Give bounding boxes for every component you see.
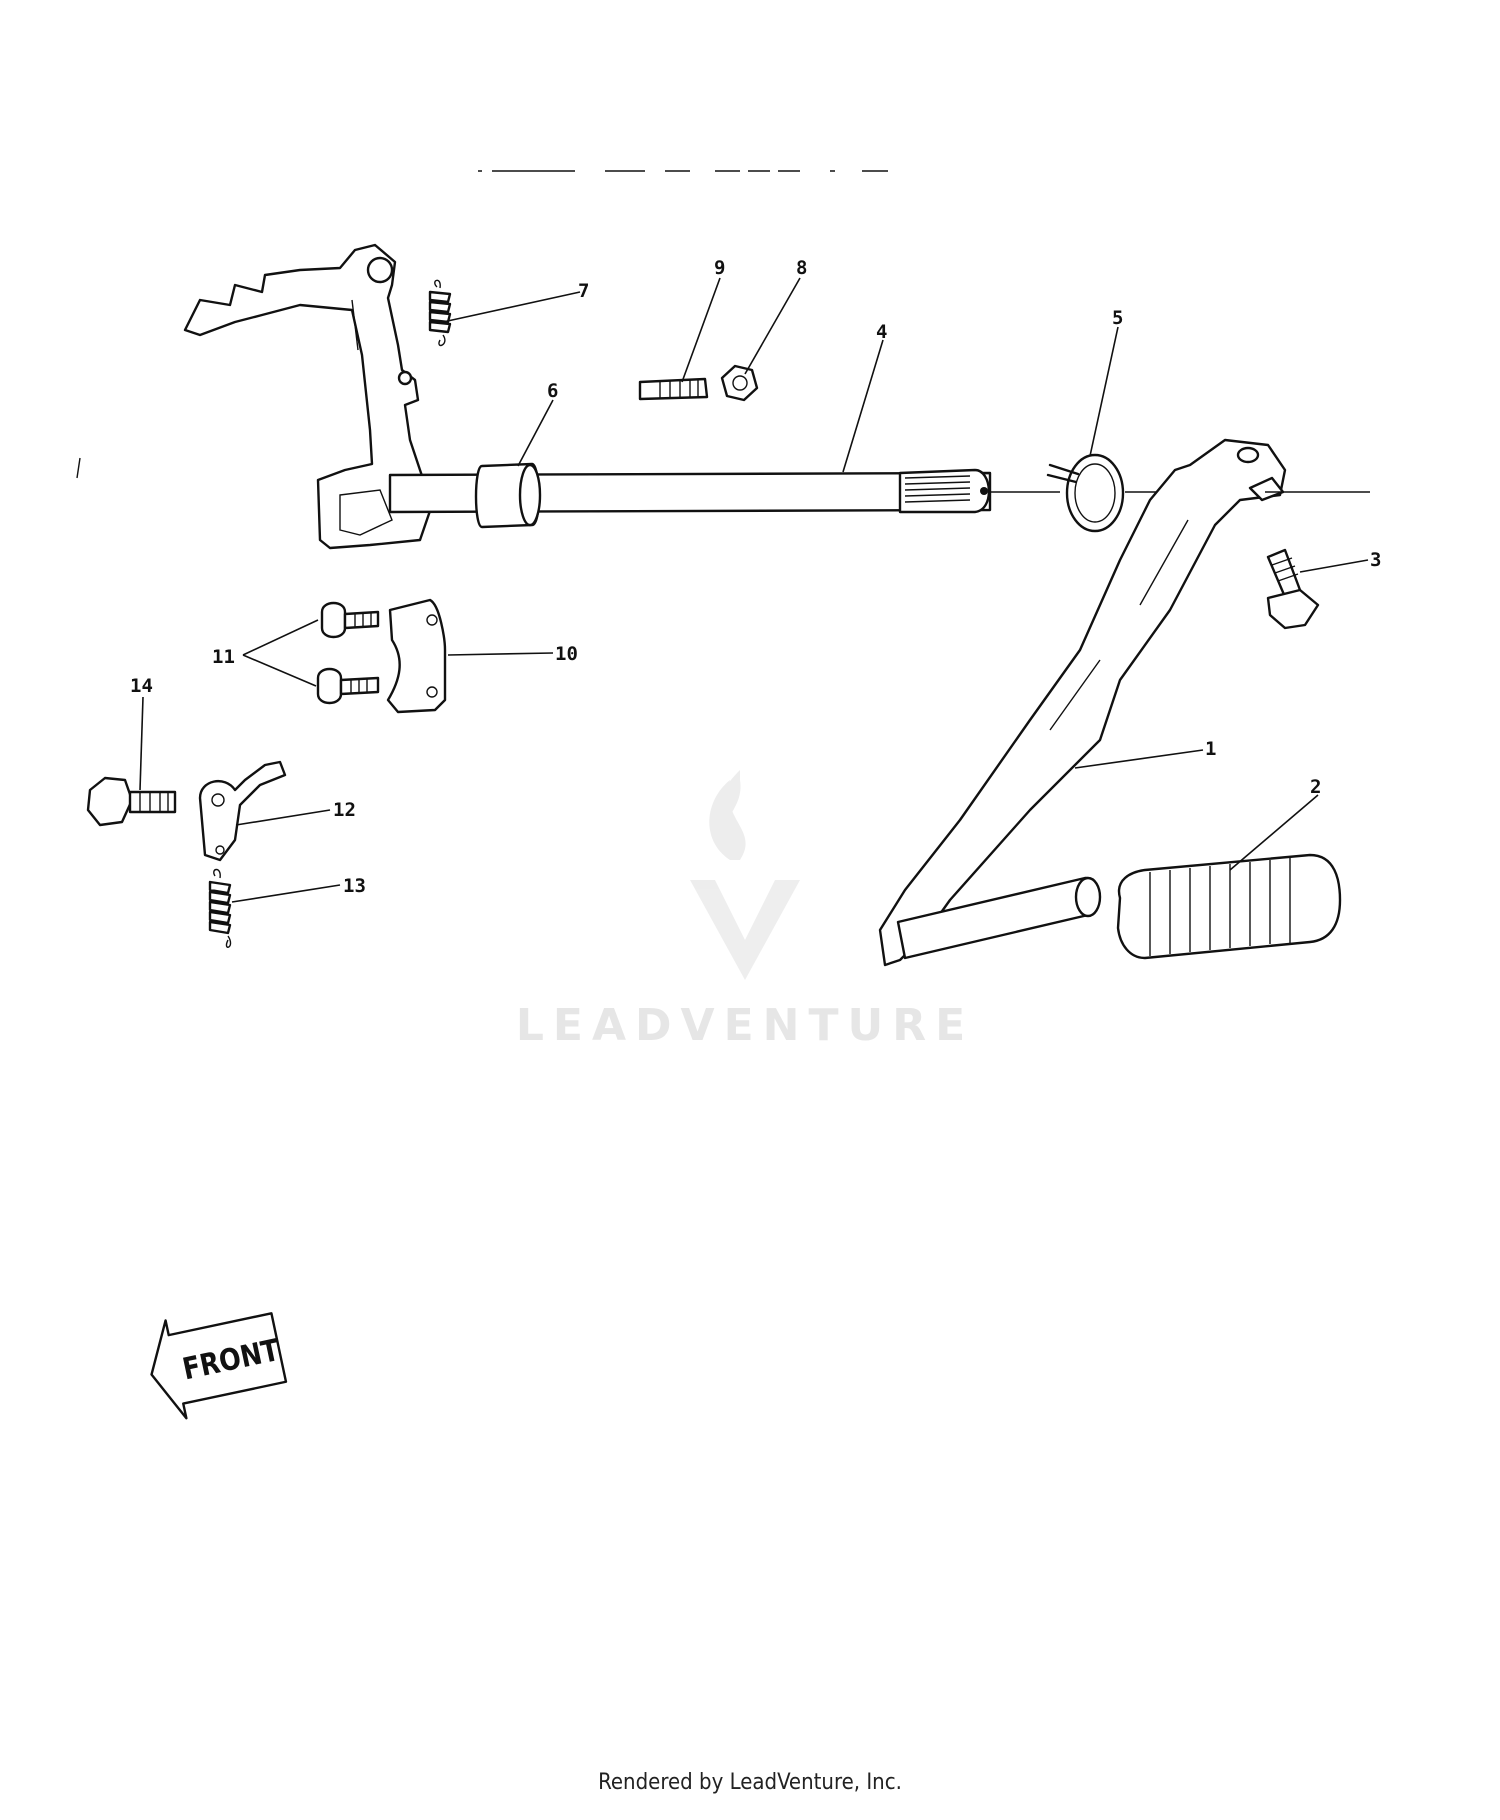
callout-6: 6 bbox=[547, 380, 558, 402]
snap-ring-5 bbox=[1046, 453, 1165, 533]
callout-14: 14 bbox=[130, 675, 153, 697]
footer-credit: Rendered by LeadVenture, Inc. bbox=[598, 1770, 902, 1795]
callout-7: 7 bbox=[578, 280, 589, 302]
plate-10 bbox=[386, 598, 447, 714]
spring-13 bbox=[208, 868, 232, 948]
callout-8: 8 bbox=[796, 257, 807, 279]
shift-arm-part bbox=[183, 243, 434, 550]
callout-2: 2 bbox=[1310, 776, 1321, 798]
callout-12: 12 bbox=[333, 799, 356, 821]
callout-10: 10 bbox=[555, 643, 578, 665]
nut-8 bbox=[720, 364, 759, 402]
shift-pedal-1 bbox=[878, 438, 1370, 967]
callout-3: 3 bbox=[1370, 549, 1381, 571]
spring-7 bbox=[428, 279, 452, 347]
lever-12 bbox=[198, 760, 287, 862]
callout-4: 4 bbox=[876, 321, 887, 343]
watermark-logo bbox=[690, 770, 800, 980]
pedal-rubber-2 bbox=[1116, 853, 1342, 960]
bolt-3 bbox=[1266, 548, 1320, 630]
callout-labels: 7 9 8 4 5 6 3 10 11 14 1 2 12 13 bbox=[130, 257, 1381, 897]
callout-1: 1 bbox=[1205, 738, 1216, 760]
front-arrow-icon: FRONT bbox=[150, 1312, 288, 1420]
top-dashed-line bbox=[76, 170, 888, 479]
stud-9 bbox=[638, 377, 709, 401]
callout-5: 5 bbox=[1112, 307, 1123, 329]
callout-9: 9 bbox=[714, 257, 725, 279]
collar-6 bbox=[474, 462, 542, 529]
leader-lines bbox=[139, 277, 1369, 903]
callout-11: 11 bbox=[212, 646, 235, 668]
screws-11 bbox=[316, 601, 380, 705]
callout-13: 13 bbox=[343, 875, 366, 897]
watermark-text: LEADVENTURE bbox=[516, 1000, 974, 1051]
bolt-14 bbox=[86, 776, 177, 827]
